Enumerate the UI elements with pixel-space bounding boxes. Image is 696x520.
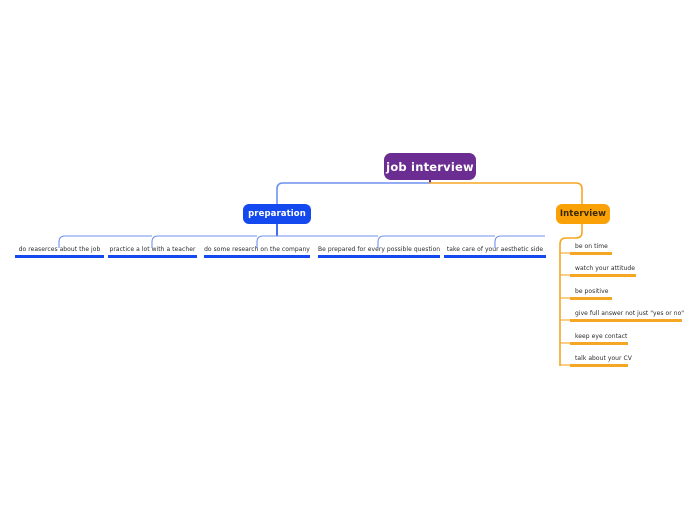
branch-node-preparation[interactable]: preparation <box>243 204 311 224</box>
root-node-job-interview[interactable]: job interview <box>384 153 476 180</box>
leaf-bar-int-4 <box>570 319 682 322</box>
leaf-bar-prep-2 <box>108 255 197 258</box>
leaf-label-prep-5[interactable]: take care of your aesthetic side <box>446 246 544 253</box>
leaf-label-prep-2[interactable]: practice a lot with a teacher <box>109 246 196 253</box>
leaf-bar-prep-1 <box>15 255 104 258</box>
leaf-label-prep-1[interactable]: do reaserces about the job <box>18 246 101 253</box>
leaf-label-int-2[interactable]: watch your attitude <box>575 265 635 272</box>
branch-node-interview[interactable]: Interview <box>556 204 610 224</box>
leaf-bar-int-1 <box>570 252 612 255</box>
leaf-label-int-1[interactable]: be on time <box>575 243 608 250</box>
leaf-bar-prep-3 <box>204 255 310 258</box>
leaf-label-prep-3[interactable]: do some research on the company <box>204 246 310 253</box>
leaf-bar-int-2 <box>570 274 636 277</box>
leaf-bar-int-6 <box>570 364 628 367</box>
leaf-label-int-5[interactable]: keep eye contact <box>575 333 628 340</box>
leaf-label-prep-4[interactable]: Be prepared for every possible question <box>318 246 441 253</box>
leaf-label-int-6[interactable]: talk about your CV <box>575 355 632 362</box>
leaf-bar-int-3 <box>570 297 612 300</box>
leaf-bar-prep-4 <box>318 255 440 258</box>
leaf-bar-int-5 <box>570 342 628 345</box>
leaf-label-int-4[interactable]: give full answer not just "yes or no" <box>575 310 685 317</box>
leaf-label-int-3[interactable]: be positive <box>575 288 609 295</box>
leaf-bar-prep-5 <box>444 255 546 258</box>
